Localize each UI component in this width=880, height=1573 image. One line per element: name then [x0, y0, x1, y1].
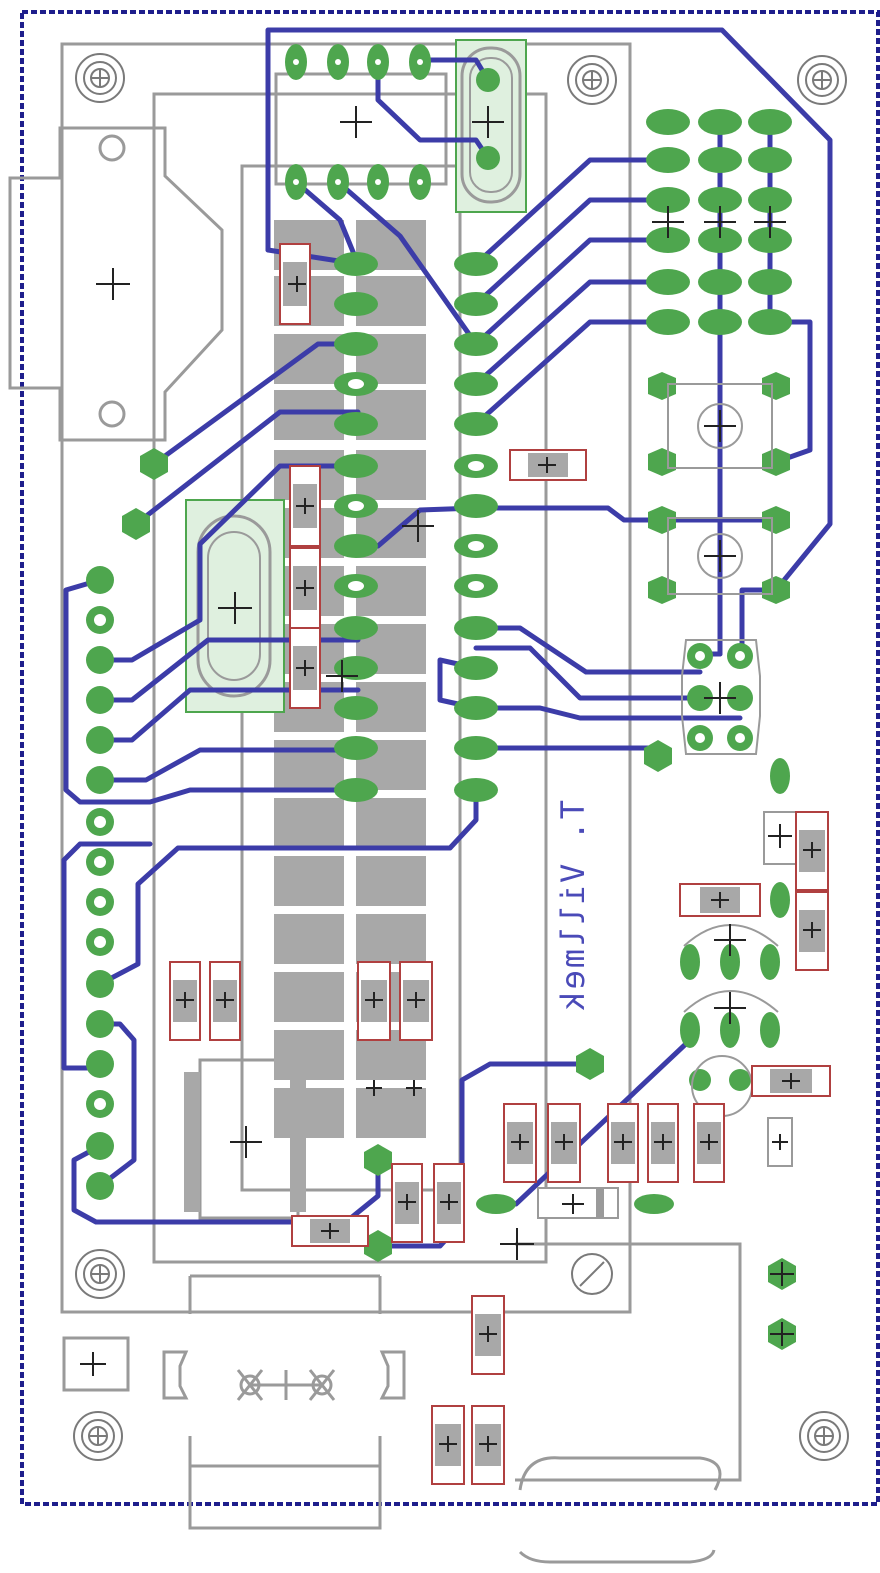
pad-holes [94, 59, 745, 1110]
smd-component-bodies [173, 262, 825, 1466]
board-outline [20, 10, 880, 1506]
mounting-holes [73, 53, 849, 1461]
smd-components [169, 243, 831, 1485]
copper-traces [61, 27, 833, 1249]
smd-center-marks [176, 276, 821, 1452]
origin-markers [80, 106, 794, 1376]
author-label: T. Villmek [554, 800, 592, 1013]
author-label-group: T. Villmek [554, 800, 592, 1013]
silkscreen-frames [8, 42, 742, 1564]
ic-pin-rows [184, 1072, 306, 1212]
